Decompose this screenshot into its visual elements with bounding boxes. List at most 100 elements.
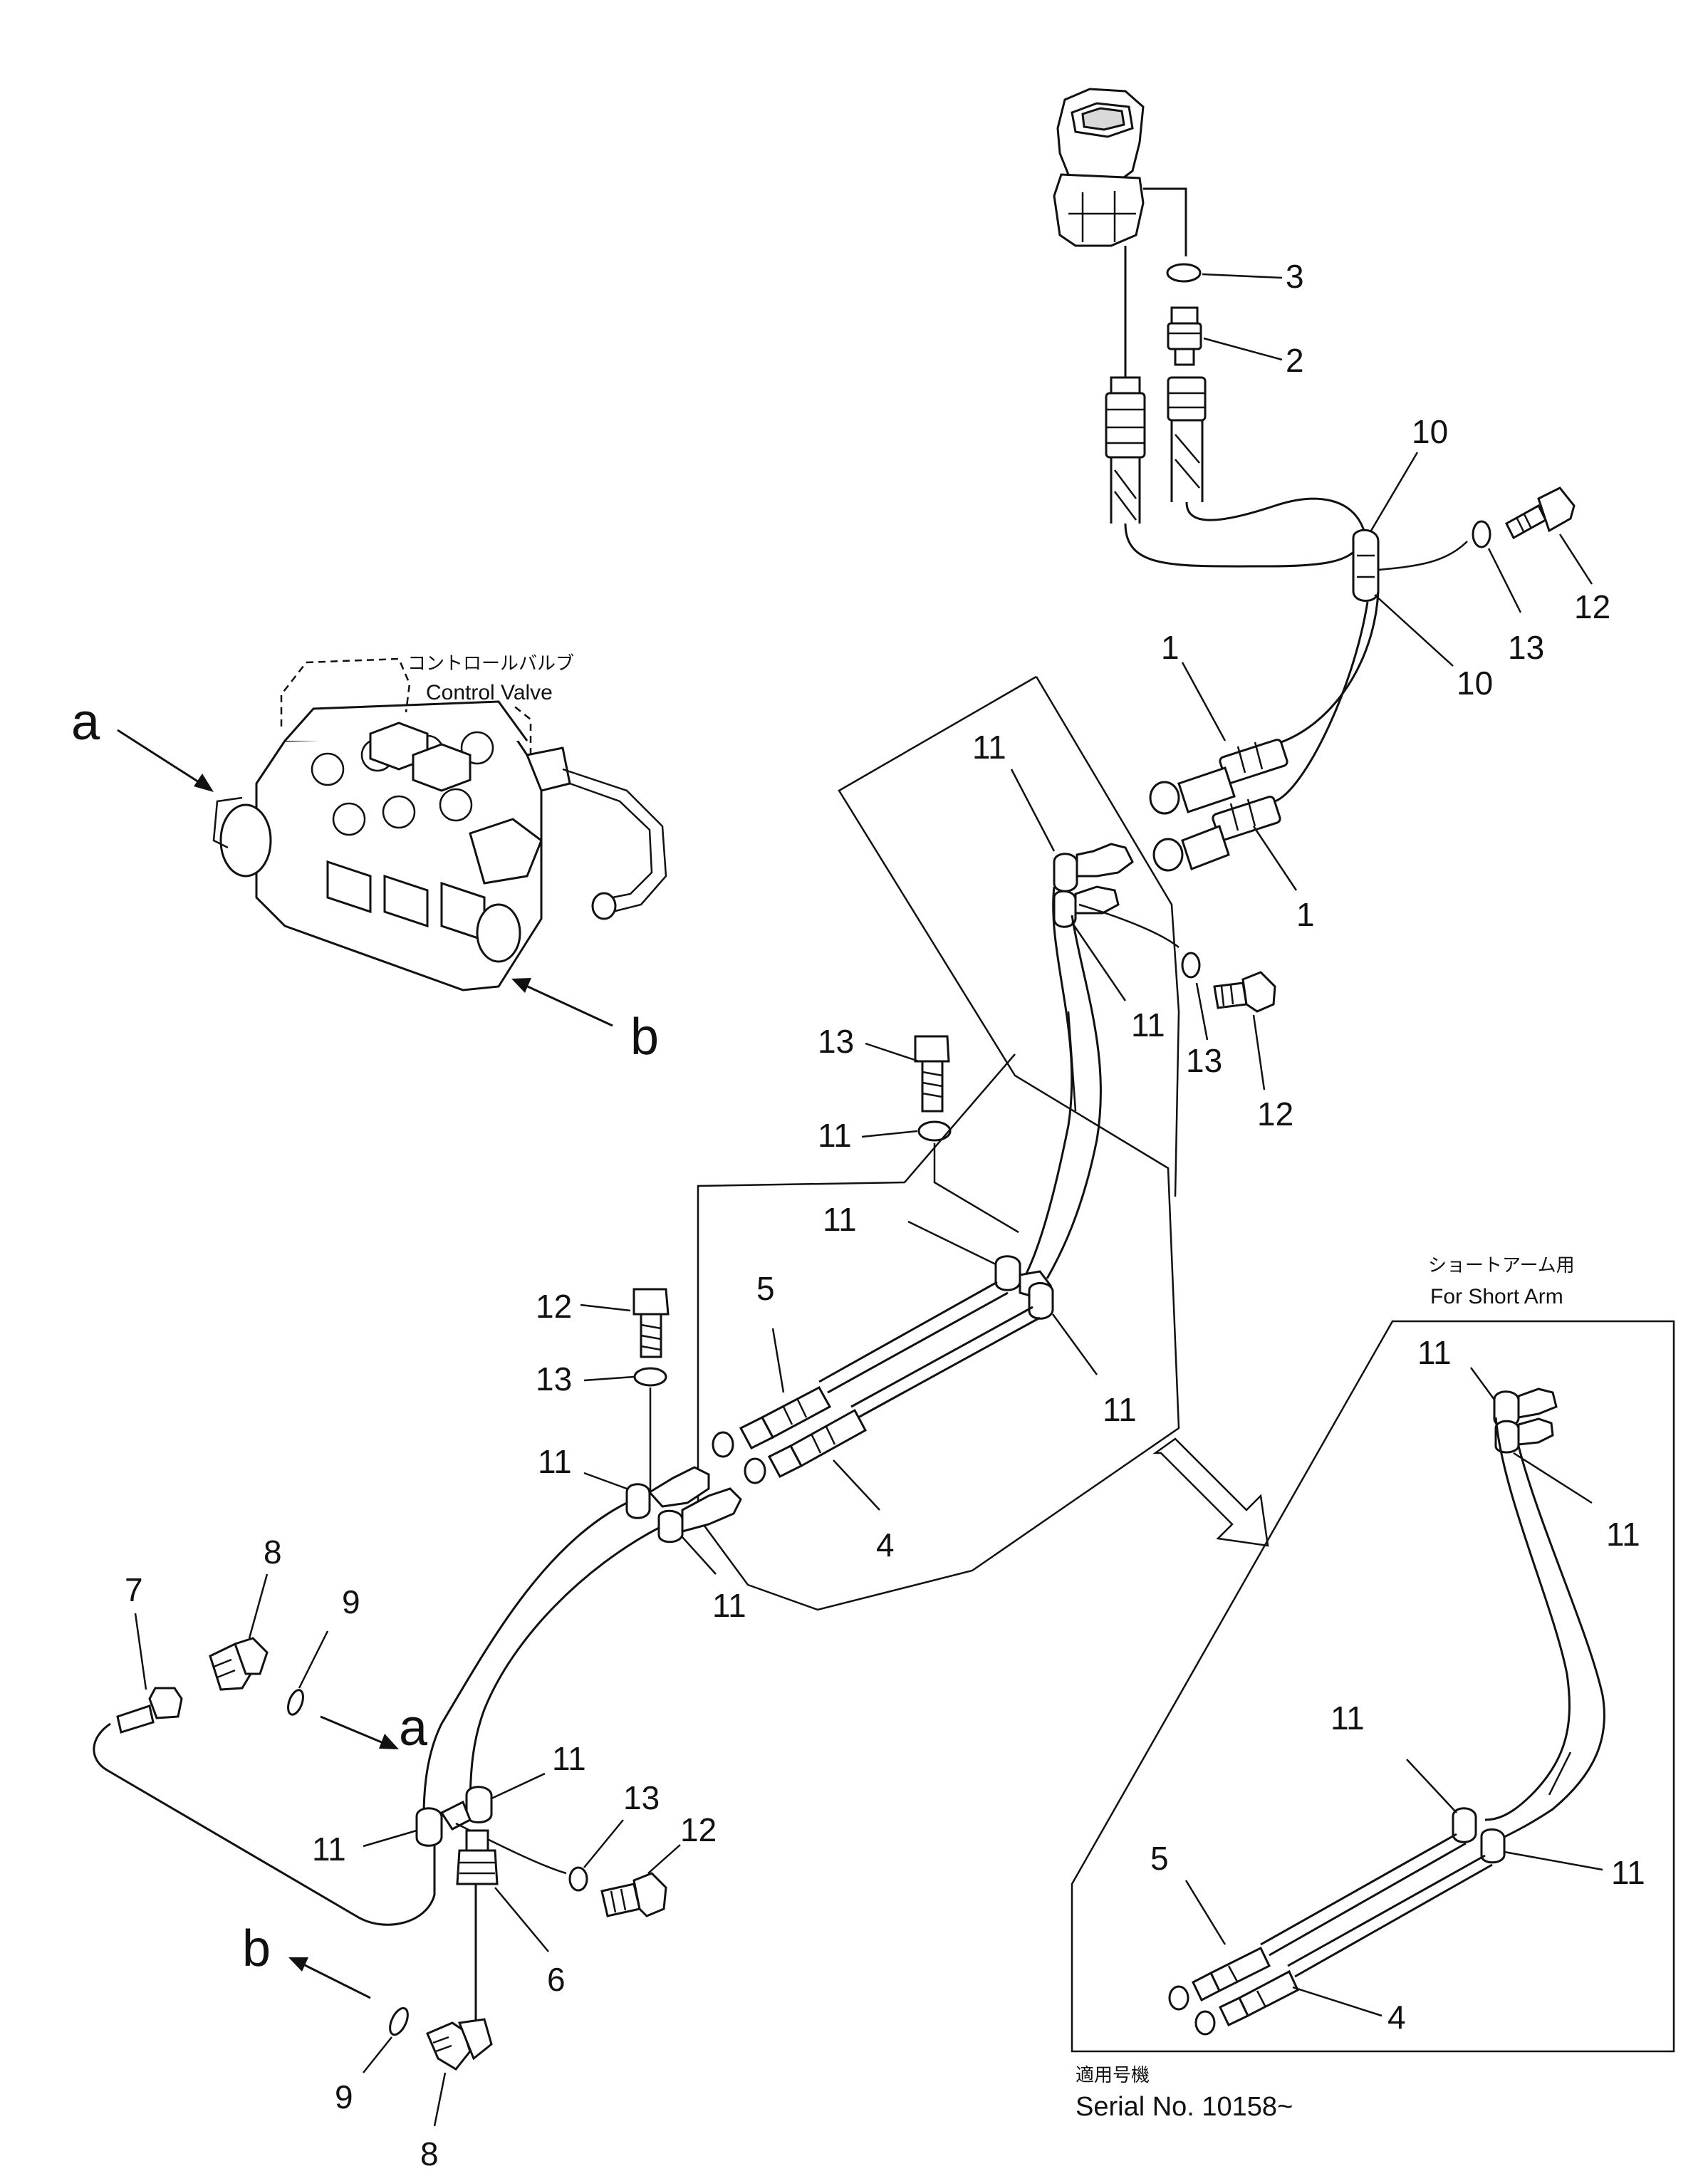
callout-4-short: 4 bbox=[1387, 1999, 1406, 2036]
bolt-12-mid-upper bbox=[914, 1035, 950, 1113]
lower-port-b-label: b bbox=[242, 1920, 271, 1977]
hose-mid-right bbox=[1046, 915, 1102, 1279]
adapter-6 bbox=[456, 1829, 499, 1885]
callout-8-upper: 8 bbox=[264, 1534, 282, 1571]
block-11-short-lower bbox=[1452, 1807, 1506, 1864]
block-11-bottom-left bbox=[415, 1807, 443, 1847]
callout-12-bottom: 12 bbox=[680, 1811, 717, 1848]
short-arm-arrow bbox=[1152, 1437, 1269, 1547]
fitting-7 bbox=[116, 1687, 183, 1734]
control-valve-label-jp: コントロールバルブ bbox=[407, 652, 574, 674]
hose-short-4 bbox=[1287, 1854, 1493, 1978]
hose-top-right-run bbox=[1185, 497, 1365, 531]
callout-11-short-lower-right: 11 bbox=[1611, 1854, 1645, 1891]
callout-6: 6 bbox=[547, 1961, 566, 1998]
hose-5 bbox=[818, 1281, 1009, 1394]
control-valve-pipe-top bbox=[280, 657, 411, 727]
callout-1-lower: 1 bbox=[1296, 896, 1315, 933]
callout-13-mid-upper: 11 bbox=[818, 1117, 852, 1154]
callout-5-short: 5 bbox=[1150, 1840, 1169, 1877]
callout-12-lower: 12 bbox=[536, 1288, 572, 1325]
lower-port-a-label: a bbox=[399, 1699, 428, 1756]
hose-end-4 bbox=[744, 1408, 868, 1484]
hose-end-1-lower bbox=[1152, 796, 1281, 872]
hose-short-right bbox=[1502, 1445, 1605, 1839]
hose-end-short-4 bbox=[1194, 1969, 1299, 2036]
top-pilot-valve bbox=[1053, 88, 1145, 247]
block-11-short-top bbox=[1493, 1388, 1558, 1454]
washer-13-mid-right bbox=[1181, 952, 1201, 979]
callout-12-mid-right: 12 bbox=[1257, 1095, 1293, 1133]
hose-clamp-to-1-lower bbox=[1274, 601, 1369, 803]
callout-9-lower: 9 bbox=[335, 2078, 353, 2115]
port-b-arrow bbox=[519, 982, 613, 1027]
short-arm-label-en: For Short Arm bbox=[1430, 1285, 1563, 1308]
port-a-arrow bbox=[117, 729, 207, 788]
callout-10-bottom: 10 bbox=[1457, 665, 1493, 702]
block-11-mid-top bbox=[1053, 843, 1134, 928]
hose-end-top-left bbox=[1105, 376, 1146, 524]
callout-11-lower-right: 11 bbox=[712, 1587, 746, 1624]
hose-clamp-to-1-upper bbox=[1274, 590, 1380, 746]
hose-lower-left bbox=[422, 1501, 628, 1817]
callout-4-mid: 4 bbox=[876, 1526, 895, 1563]
washer-13-mid-upper bbox=[917, 1120, 952, 1142]
hose-short-left bbox=[1484, 1417, 1571, 1821]
callout-11-short-lower-left: 11 bbox=[1331, 1699, 1365, 1737]
hose-mid-left bbox=[1024, 886, 1073, 1276]
callout-2: 2 bbox=[1286, 342, 1304, 379]
callout-7: 7 bbox=[125, 1571, 143, 1608]
control-valve-label-en: Control Valve bbox=[426, 681, 553, 704]
control-valve bbox=[219, 700, 571, 991]
hose-end-top-right bbox=[1167, 376, 1207, 502]
clamp-10 bbox=[1352, 529, 1380, 602]
callout-11-bottom-right: 11 bbox=[552, 1740, 586, 1777]
callout-13-lower: 13 bbox=[536, 1360, 572, 1397]
block-11-lower-top bbox=[625, 1466, 742, 1543]
port-a-label: a bbox=[71, 694, 100, 751]
callout-11-lower-left: 11 bbox=[538, 1443, 572, 1480]
callout-11-mid-lower-right: 11 bbox=[1103, 1391, 1137, 1428]
bolt-12-lower bbox=[632, 1288, 670, 1358]
hose-4 bbox=[850, 1306, 1041, 1419]
o-ring-9-upper bbox=[287, 1689, 304, 1716]
callout-13-bottom: 13 bbox=[623, 1779, 660, 1816]
elbow-8-upper bbox=[209, 1637, 269, 1691]
washer-13-lower bbox=[633, 1367, 667, 1387]
callout-11-mid-top: 11 bbox=[972, 729, 1006, 766]
callout-1-upper: 1 bbox=[1161, 629, 1180, 666]
middle-frame bbox=[697, 675, 1180, 1611]
callout-13-top: 13 bbox=[1508, 629, 1544, 666]
serial-label-jp: 適用号機 bbox=[1076, 2064, 1150, 2086]
bolt-12-bottom bbox=[600, 1872, 667, 1917]
short-arm-frame bbox=[1071, 1320, 1675, 2053]
control-valve-pipe-left bbox=[212, 796, 243, 849]
o-ring-9-lower bbox=[389, 2006, 409, 2036]
port-b-label: b bbox=[630, 1009, 659, 1066]
hose-loop-7 bbox=[93, 1722, 436, 1926]
callout-11-short-top-left: 11 bbox=[1417, 1334, 1452, 1371]
bolt-12-mid-right bbox=[1213, 971, 1276, 1013]
o-ring-3 bbox=[1166, 263, 1202, 283]
short-arm-label-jp: ショートアーム用 bbox=[1428, 1254, 1575, 1276]
valve-drop-line-right bbox=[1143, 187, 1187, 256]
callout-11-mid-right: 11 bbox=[1131, 1006, 1165, 1043]
callout-12-mid-upper: 13 bbox=[818, 1023, 854, 1060]
block-11-mid-lower bbox=[994, 1255, 1054, 1320]
hose-short-5 bbox=[1260, 1833, 1467, 1957]
hose-top-left-run bbox=[1124, 523, 1358, 568]
control-valve-pipe-right-upper bbox=[512, 704, 532, 755]
callout-11-bottom-left: 11 bbox=[312, 1831, 346, 1868]
callout-13-mid-right: 13 bbox=[1186, 1042, 1222, 1079]
washer-13-bottom bbox=[568, 1866, 588, 1892]
callout-10-top: 10 bbox=[1412, 413, 1448, 450]
hose-end-short-5 bbox=[1168, 1946, 1271, 2011]
callout-9-upper: 9 bbox=[342, 1583, 360, 1620]
block-11-bottom-right bbox=[439, 1786, 493, 1831]
serial-number: Serial No. 10158~ bbox=[1076, 2092, 1293, 2122]
washer-13-top bbox=[1472, 520, 1491, 548]
callout-8-lower: 8 bbox=[420, 2135, 439, 2172]
control-valve-pipe-right bbox=[562, 768, 667, 913]
callout-5-mid: 5 bbox=[756, 1270, 775, 1307]
callout-3: 3 bbox=[1286, 258, 1304, 295]
